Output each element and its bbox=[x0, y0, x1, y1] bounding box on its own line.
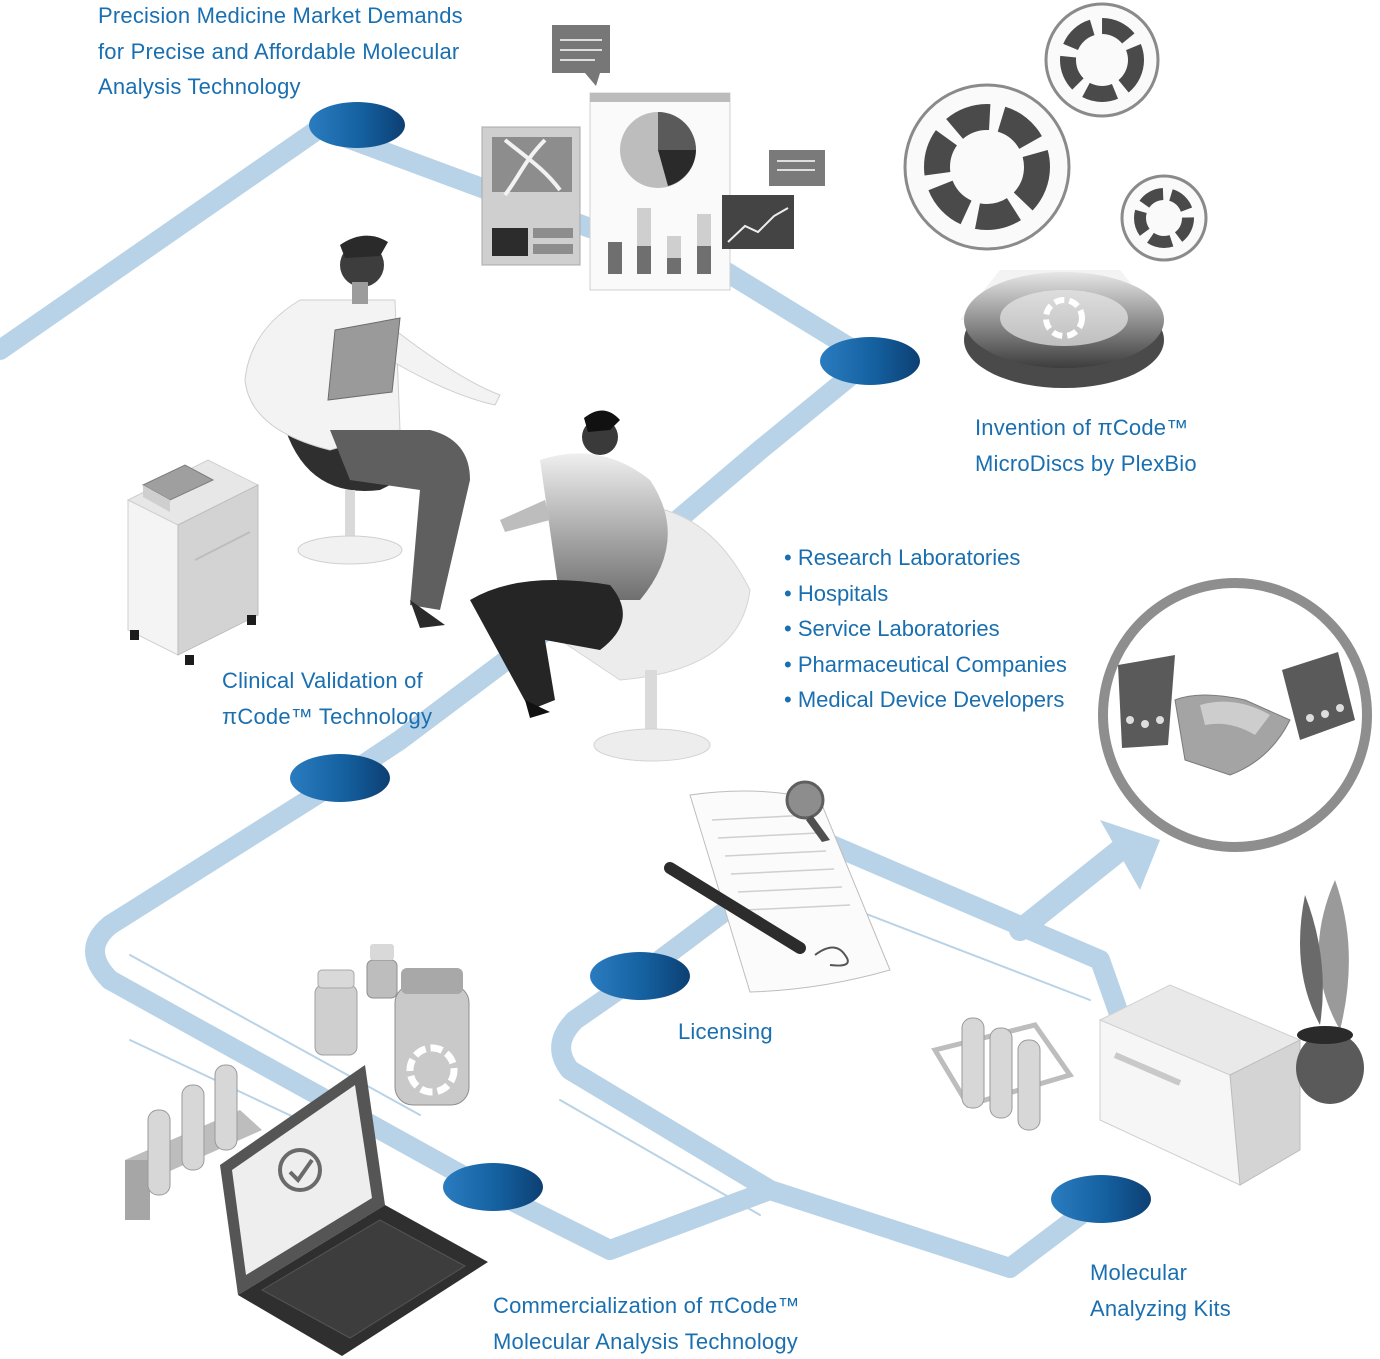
arrow-head bbox=[1100, 820, 1160, 890]
node-clinical bbox=[290, 754, 390, 802]
node-licensing bbox=[590, 952, 690, 1000]
node-invention bbox=[820, 337, 920, 385]
consultation-illustration bbox=[244, 235, 751, 762]
node-commercialization bbox=[443, 1163, 543, 1211]
list-item: • Pharmaceutical Companies bbox=[784, 651, 1067, 677]
track-arrow-shaft bbox=[1009, 839, 1131, 941]
handshake-illustration bbox=[1098, 578, 1372, 852]
invention-label: Invention of πCode™ MicroDiscs by PlexBi… bbox=[975, 415, 1197, 476]
track-bottom bbox=[470, 1175, 1110, 1278]
cabinet-illustration bbox=[126, 459, 260, 665]
license-document-illustration bbox=[664, 780, 891, 993]
list-item: • Service Laboratories bbox=[784, 616, 1000, 641]
microdisc-illustration bbox=[903, 2, 1208, 388]
licensing-label: Licensing bbox=[678, 1019, 773, 1044]
market-demand-label: Precision Medicine Market Demands for Pr… bbox=[98, 3, 463, 99]
data-panels-illustration bbox=[481, 25, 825, 291]
milestone-nodes bbox=[290, 102, 1151, 1223]
target-markets-list: • Research Laboratories • Hospitals • Se… bbox=[784, 540, 1067, 718]
kit-box-illustration bbox=[931, 880, 1364, 1186]
clinical-validation-label: Clinical Validation of πCode™ Technology bbox=[222, 668, 433, 729]
track-incoming bbox=[0, 118, 330, 360]
node-kits bbox=[1051, 1175, 1151, 1223]
track-licensing-loop bbox=[551, 965, 780, 1200]
track-left-loop bbox=[85, 770, 490, 1195]
node-market bbox=[309, 102, 405, 148]
list-item: • Research Laboratories bbox=[784, 545, 1021, 570]
list-item: • Medical Device Developers bbox=[784, 687, 1065, 712]
commercialization-label: Commercialization of πCode™ Molecular An… bbox=[493, 1293, 800, 1354]
analyzing-kits-label: Molecular Analyzing Kits bbox=[1090, 1260, 1231, 1321]
laptop-bottles-illustration bbox=[125, 944, 488, 1356]
list-item: • Hospitals bbox=[784, 580, 889, 606]
